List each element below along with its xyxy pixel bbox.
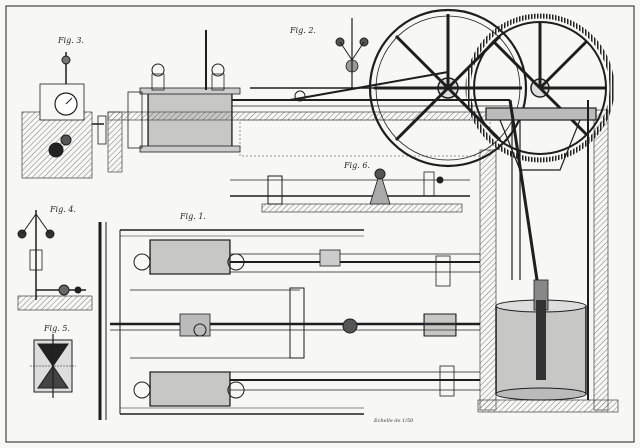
fig3-label: Fig. 3. [58, 36, 84, 45]
wheel-support-frame [485, 100, 597, 400]
fig5-valve [30, 334, 76, 398]
cylinder-fig1-bottom [149, 371, 231, 407]
gear-teeth [465, 13, 615, 163]
scale-note: Echelle de 1/50 [374, 418, 414, 424]
fig4-governor [17, 210, 93, 311]
fig4-label: Fig. 4. [50, 205, 76, 214]
fig3-drawing [21, 52, 107, 179]
fig5-label: Fig. 5. [44, 324, 70, 333]
fig6-label: Fig. 6. [344, 161, 370, 170]
cylinder-fig1-top [149, 239, 231, 275]
plate-border [5, 5, 635, 443]
cylinder-fig2 [147, 91, 233, 149]
fig1-label: Fig. 1. [180, 212, 206, 221]
fig6-drawing [230, 168, 470, 213]
fig2-engine [127, 18, 542, 301]
pump-cylinder [495, 279, 587, 401]
fig2-label: Fig. 2. [290, 26, 316, 35]
fig1-plan [98, 222, 480, 420]
connecting-rod [508, 99, 542, 301]
